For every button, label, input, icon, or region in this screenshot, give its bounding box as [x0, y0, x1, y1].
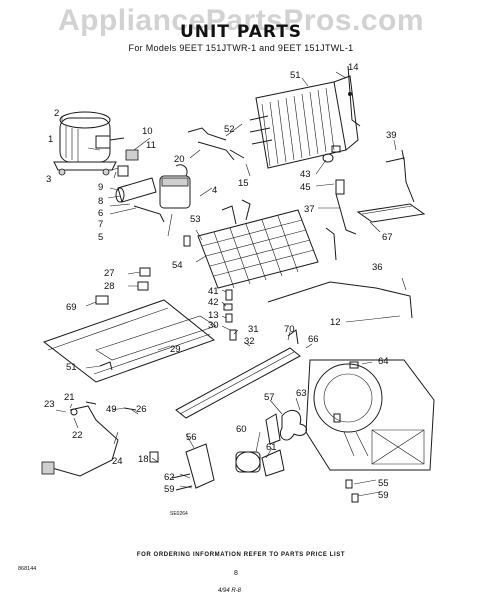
- callout-6: 6: [98, 208, 103, 219]
- fan-blade-57: [280, 409, 308, 441]
- evaporator-coil: [183, 199, 319, 289]
- callout-13: 13: [208, 310, 219, 321]
- watermark-logo: AppliancePartsPros.com: [57, 4, 425, 37]
- callout-70: 70: [284, 324, 295, 335]
- drain-tube-39: [385, 149, 415, 203]
- callout-59-right: 59: [378, 490, 389, 501]
- callout-21: 21: [64, 392, 75, 403]
- callout-3: 3: [46, 174, 51, 185]
- relay-overload: [117, 149, 139, 177]
- callout-59-left: 59: [164, 484, 175, 495]
- callout-64: 64: [378, 356, 389, 367]
- callout-57: 57: [264, 392, 275, 403]
- callout-53: 53: [190, 214, 201, 225]
- drain-pan-67: [356, 203, 426, 223]
- callout-27: 27: [104, 268, 115, 279]
- compressor: [53, 111, 125, 176]
- callout-52: 52: [224, 124, 235, 135]
- drawing-code: SE0264: [170, 511, 188, 517]
- leader-lines: [55, 71, 407, 497]
- rail-32: [175, 347, 301, 419]
- tubing-36: [267, 227, 413, 319]
- callout-51: 51: [66, 362, 77, 373]
- callout-22: 22: [72, 430, 83, 441]
- fan-motor-assembly: [149, 413, 285, 491]
- base-frame: [42, 267, 217, 383]
- fan-parts-43-45: [322, 153, 357, 235]
- power-cord: [41, 401, 137, 477]
- callout-39: 39: [386, 130, 397, 141]
- callout-55: 55: [378, 478, 389, 489]
- callout-69: 69: [66, 302, 77, 313]
- callout-30: 30: [208, 320, 219, 331]
- callout-8: 8: [98, 196, 103, 207]
- callout-26: 26: [136, 404, 147, 415]
- callout-5: 5: [98, 232, 103, 243]
- callout-41: 41: [208, 286, 219, 297]
- tubing-52-20: [187, 127, 245, 161]
- callout-23: 23: [44, 399, 55, 410]
- callout-45: 45: [300, 182, 311, 193]
- callout-2: 2: [54, 108, 59, 119]
- callout-14: 14: [348, 62, 359, 73]
- callout-11: 11: [146, 140, 156, 151]
- ordering-info-footer: FOR ORDERING INFORMATION REFER TO PARTS …: [136, 552, 346, 558]
- callout-60: 60: [236, 424, 247, 435]
- callout-56: 56: [186, 432, 197, 443]
- callout-62: 62: [164, 472, 175, 483]
- callout-12: 12: [330, 317, 341, 328]
- callout-32: 32: [244, 336, 255, 347]
- document-code: 868144: [18, 566, 37, 572]
- callout-15: 15: [238, 178, 249, 189]
- callout-7: 7: [98, 219, 103, 230]
- callout-61: 61: [266, 442, 277, 453]
- machine-compartment-panel: [305, 359, 435, 503]
- callout-63: 63: [296, 388, 307, 399]
- callout-67: 67: [382, 232, 393, 243]
- callout-31: 31: [248, 324, 259, 335]
- callout-36: 36: [372, 262, 383, 273]
- callout-29: 29: [170, 344, 181, 355]
- callout-10: 10: [142, 126, 153, 137]
- callout-49: 49: [106, 404, 117, 415]
- condenser-coil: [249, 65, 361, 169]
- callout-54: 54: [172, 260, 183, 271]
- callout-24: 24: [112, 456, 123, 467]
- callout-66: 66: [308, 334, 319, 345]
- callout-46: 51: [290, 70, 301, 81]
- callout-42: 42: [208, 297, 219, 308]
- callout-1: 1: [48, 134, 53, 145]
- page-number: 8: [234, 570, 238, 577]
- page-title: UNIT PARTS: [179, 22, 303, 42]
- callout-37: 37: [304, 204, 315, 215]
- model-subtitle: For Models 9EET 151JTWR-1 and 9EET 151JT…: [128, 43, 354, 53]
- brackets-41-42-13-30-31: [223, 289, 299, 345]
- callout-9: 9: [98, 182, 103, 193]
- callout-20: 20: [174, 154, 185, 165]
- callout-43: 43: [300, 169, 311, 180]
- callout-4: 4: [212, 185, 217, 196]
- callout-numbers: 2 1 3 10 11 9 8 6 7 5 4 52 20 15 51 14 3…: [44, 62, 397, 501]
- callout-28: 28: [104, 281, 115, 292]
- handwritten-note: 4/94 R-8: [218, 588, 242, 594]
- drier-and-tubing: [115, 164, 191, 223]
- callout-18: 18: [138, 454, 149, 465]
